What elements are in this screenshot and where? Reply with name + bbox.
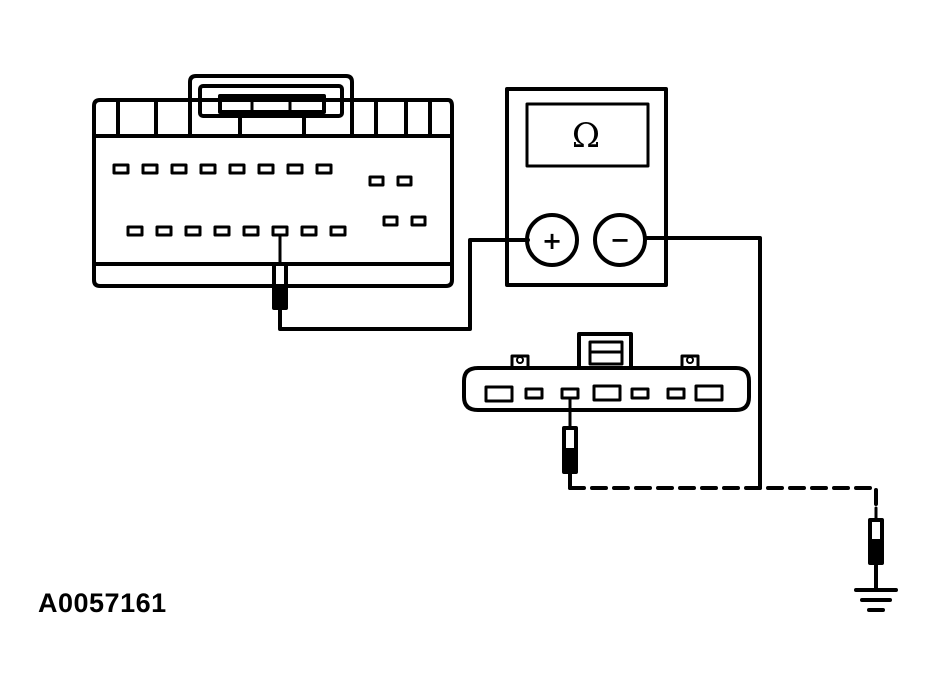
negative-terminal-label: − — [610, 226, 630, 254]
positive-terminal-label: + — [542, 227, 562, 255]
figure-id-label: A0057161 — [38, 588, 167, 618]
ground-probe-icon — [868, 506, 884, 590]
large-connector-terminals-row-1 — [112, 163, 413, 187]
probe-icon — [272, 234, 288, 310]
ohmmeter — [505, 87, 668, 287]
large-connector — [92, 74, 454, 288]
positive-terminal — [525, 213, 579, 267]
ground-symbol-icon — [854, 588, 898, 612]
ohm-symbol: Ω — [572, 116, 600, 156]
small-connector — [462, 332, 751, 412]
small-connector-body — [462, 366, 751, 412]
large-connector-latch — [188, 74, 354, 102]
wire-negative-lead — [643, 236, 762, 490]
ground-bus-dashed — [568, 486, 878, 508]
ohmmeter-body — [505, 87, 668, 287]
small-connector-terminals — [484, 384, 724, 403]
wire-positive-lead — [278, 238, 530, 331]
large-connector-body — [92, 98, 454, 288]
large-connector-terminals-row-2 — [126, 215, 427, 237]
ohmmeter-display — [525, 102, 650, 168]
